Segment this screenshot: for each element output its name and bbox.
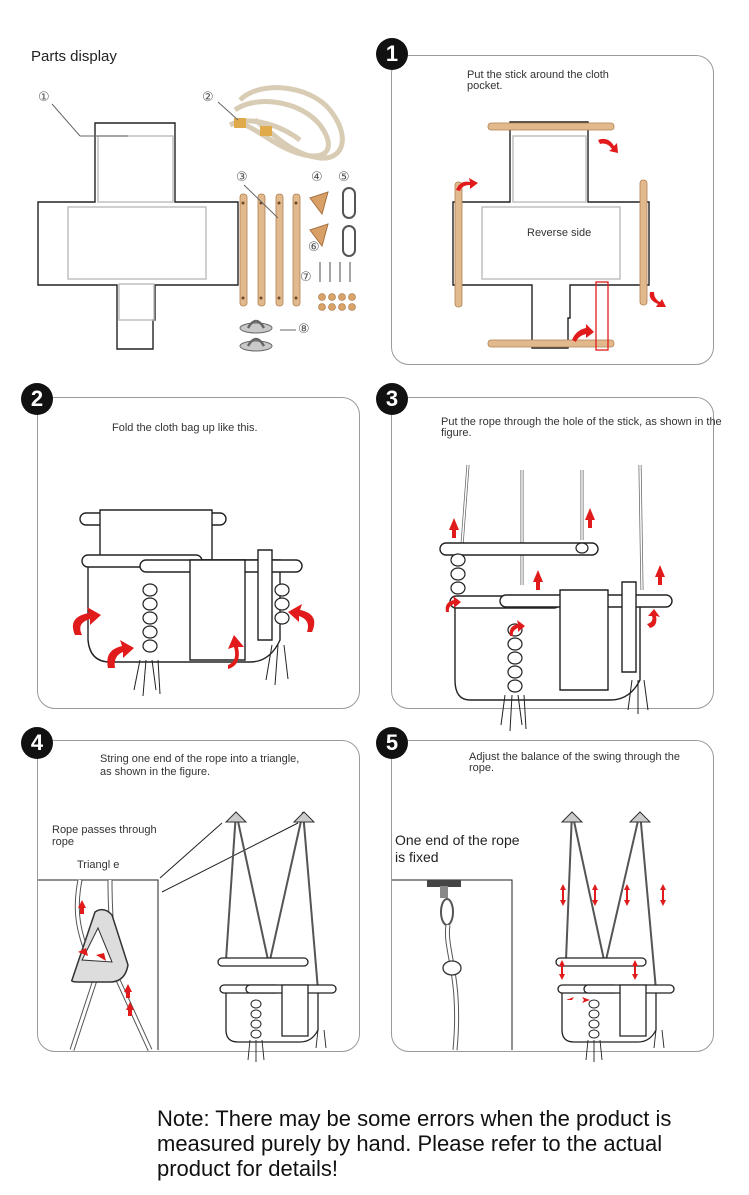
step-5-illustration: [392, 811, 675, 1062]
pins: [319, 262, 351, 282]
step-3-badge: 3: [376, 383, 408, 415]
part-label-5: ⑤: [338, 170, 350, 185]
disclaimer-note: Note: There may be some errors when the …: [157, 1106, 672, 1181]
step-4-label-triangle: Triangl e: [77, 859, 120, 871]
part-label-7: ⑦: [300, 270, 312, 285]
part-label-8: ⑧: [298, 322, 310, 337]
step-1-illustration: [452, 121, 666, 351]
step-2-caption: Fold the cloth bag up like this.: [112, 422, 258, 434]
step-5-label-fixed: One end of the rope is fixed: [395, 832, 520, 865]
part-label-4: ④: [311, 170, 323, 185]
part-label-1: ①: [38, 90, 50, 105]
part-label-3: ③: [236, 170, 248, 185]
cloth-pattern: [37, 103, 239, 350]
step-2-badge: 2: [21, 383, 53, 415]
step-1-inner-label: Reverse side: [527, 227, 592, 239]
step-4-label-rope: Rope passes through rope: [52, 824, 157, 848]
step-3-illustration: [439, 464, 673, 732]
carabiners: [342, 187, 356, 257]
step-4-badge: 4: [21, 727, 53, 759]
step-5-badge: 5: [376, 727, 408, 759]
step-5-caption: Adjust the balance of the swing through …: [469, 751, 680, 774]
parts-title: Parts display: [31, 48, 117, 65]
part-label-2: ②: [202, 90, 214, 105]
step-1-badge: 1: [376, 38, 408, 70]
mounting-brackets: [239, 319, 273, 352]
step-3-caption: Put the rope through the hole of the sti…: [441, 416, 722, 439]
wooden-beads: [318, 293, 356, 311]
triangle-rings: [309, 191, 329, 248]
step-4-illustration: [38, 811, 337, 1062]
parts-illustration: [37, 85, 356, 352]
wooden-sticks: [239, 193, 301, 307]
part-label-6: ⑥: [308, 240, 320, 255]
step-1-caption: Put the stick around the cloth pocket.: [467, 69, 609, 92]
step-2-illustration: [72, 509, 315, 697]
step-4-caption: String one end of the rope into a triang…: [100, 753, 300, 778]
step-1-panel: [391, 55, 714, 365]
